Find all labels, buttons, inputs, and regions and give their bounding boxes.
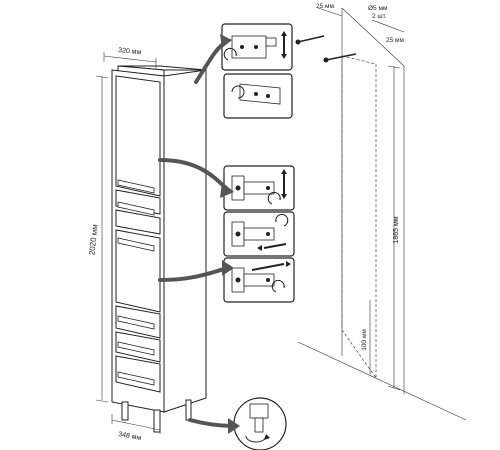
- floor-clearance-label: 100 мм: [361, 329, 368, 351]
- leg: [153, 409, 161, 433]
- upper-door: [115, 75, 161, 197]
- screw-count-label: 2 шт.: [372, 13, 387, 20]
- tall-cabinet: [111, 65, 207, 433]
- handle: [117, 179, 155, 194]
- width-label: 320 мм: [118, 47, 142, 56]
- wall-offset-right-label: 25 мм: [386, 37, 405, 44]
- middle-door: [115, 229, 161, 313]
- handle: [117, 315, 155, 330]
- handle: [117, 341, 155, 356]
- hinge-detail-panel-2: [223, 73, 293, 119]
- handle: [117, 201, 155, 216]
- handle: [117, 371, 155, 386]
- depth-label: 348 мм: [118, 431, 142, 442]
- foot-detail-circle: [233, 397, 287, 450]
- screw-icon: [295, 35, 325, 45]
- hinge-detail-panel-5: [223, 257, 295, 303]
- wall-offset-left-label: 25 мм: [316, 3, 335, 10]
- screw-size-label: Ø5 мм: [368, 5, 388, 12]
- wall-mount-drawing: [295, 7, 467, 421]
- hinge-detail-panel-4: [223, 211, 295, 257]
- leg: [121, 401, 129, 421]
- mount-height-label: 1865 мм: [393, 216, 400, 243]
- dimension-lines: [95, 52, 161, 434]
- leg: [185, 399, 192, 421]
- handle: [117, 237, 155, 252]
- hinge-detail-panel-1: [221, 23, 293, 71]
- height-label: 2020 мм: [87, 224, 99, 256]
- drawer-2: [115, 209, 161, 235]
- hinge-detail-panel-3: [223, 165, 295, 211]
- callout-arrows: [158, 34, 240, 434]
- screw-icon: [323, 53, 357, 63]
